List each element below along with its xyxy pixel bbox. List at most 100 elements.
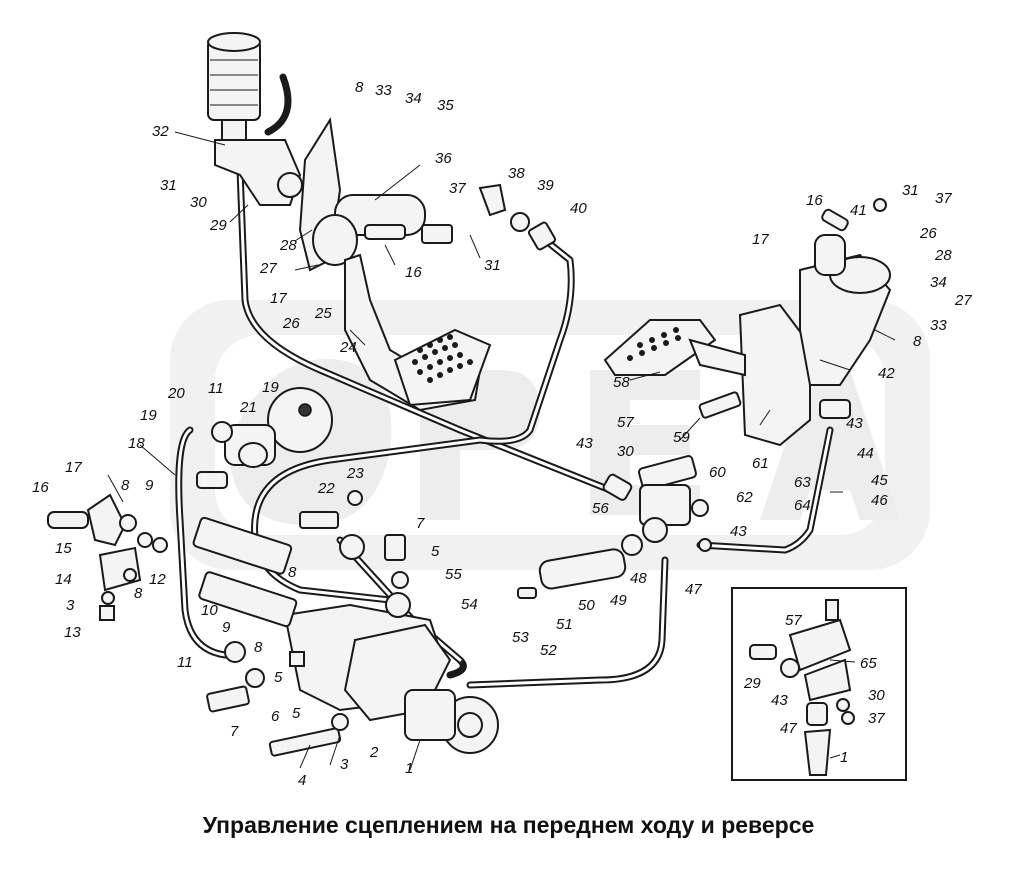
label-24: 24: [339, 339, 357, 356]
label-47-b: 47: [780, 720, 797, 737]
label-28: 28: [279, 237, 297, 254]
label-16: 16: [405, 264, 422, 281]
label-14: 14: [55, 571, 72, 588]
label-47: 47: [685, 581, 702, 598]
label-17-c: 17: [752, 231, 769, 248]
label-30-c: 30: [868, 687, 885, 704]
label-15: 15: [55, 540, 72, 557]
label-3-b: 3: [340, 756, 349, 773]
label-16-b: 16: [32, 479, 49, 496]
label-54: 54: [461, 596, 478, 613]
label-44: 44: [857, 445, 874, 462]
label-5: 5: [431, 543, 440, 560]
label-33-b: 33: [930, 317, 947, 334]
label-26-b: 26: [919, 225, 937, 242]
leader-lines: [107, 131, 896, 771]
label-27: 27: [259, 260, 277, 277]
label-8: 8: [355, 79, 364, 96]
label-59: 59: [673, 429, 690, 446]
left-lever: [47, 493, 168, 621]
label-60: 60: [709, 464, 726, 481]
label-8-e: 8: [254, 639, 263, 656]
label-21: 21: [239, 399, 257, 416]
label-8-b: 8: [121, 477, 130, 494]
label-30-b: 30: [617, 443, 634, 460]
label-32: 32: [152, 123, 169, 140]
label-52: 52: [540, 642, 557, 659]
label-17-b: 17: [65, 459, 82, 476]
label-62: 62: [736, 489, 753, 506]
label-37-b: 37: [935, 190, 952, 207]
label-19-b: 19: [140, 407, 157, 424]
label-13: 13: [64, 624, 81, 641]
label-56: 56: [592, 500, 609, 517]
label-36: 36: [435, 150, 452, 167]
label-7: 7: [416, 515, 425, 532]
label-38: 38: [508, 165, 525, 182]
label-8-c: 8: [134, 585, 143, 602]
label-4: 4: [298, 772, 306, 789]
label-31-c: 31: [902, 182, 919, 199]
label-6: 6: [271, 708, 280, 725]
hydraulic-lines: [175, 73, 834, 689]
label-65: 65: [860, 655, 877, 672]
label-37: 37: [449, 180, 466, 197]
label-9-b: 9: [222, 619, 231, 636]
label-1-b: 1: [840, 749, 848, 766]
part-labels: 8 33 34 35 32 31 30 29 36 37 38 39 40 31…: [32, 79, 972, 789]
label-41: 41: [850, 202, 867, 219]
label-27-b: 27: [954, 292, 972, 309]
label-37-c: 37: [868, 710, 885, 727]
label-35: 35: [437, 97, 454, 114]
diagram-caption: Управление сцеплением на переднем ходу и…: [202, 812, 815, 838]
label-40: 40: [570, 200, 587, 217]
label-7-b: 7: [230, 723, 239, 740]
label-8-d: 8: [288, 564, 297, 581]
label-43-b: 43: [730, 523, 747, 540]
label-1: 1: [405, 760, 413, 777]
label-58: 58: [613, 374, 630, 391]
label-8-f: 8: [913, 333, 922, 350]
label-42: 42: [878, 365, 895, 382]
label-34-b: 34: [930, 274, 947, 291]
label-34: 34: [405, 90, 422, 107]
label-28-b: 28: [934, 247, 952, 264]
front-pedal-assembly: [298, 117, 557, 412]
label-57: 57: [617, 414, 634, 431]
label-9: 9: [145, 477, 154, 494]
label-11-b: 11: [177, 654, 193, 671]
label-22: 22: [317, 480, 335, 497]
label-5-b: 5: [274, 669, 283, 686]
clutch-valve-body: [192, 490, 499, 757]
label-25: 25: [314, 305, 332, 322]
label-46: 46: [871, 492, 888, 509]
label-5-c: 5: [292, 705, 301, 722]
label-12: 12: [149, 571, 166, 588]
label-10: 10: [201, 602, 218, 619]
label-33: 33: [375, 82, 392, 99]
label-48: 48: [630, 570, 647, 587]
label-29: 29: [209, 217, 227, 234]
slave-cylinder: [196, 387, 333, 489]
label-43: 43: [576, 435, 593, 452]
label-63: 63: [794, 474, 811, 491]
label-17: 17: [270, 290, 287, 307]
label-23: 23: [346, 465, 364, 482]
label-30: 30: [190, 194, 207, 211]
label-31: 31: [160, 177, 177, 194]
reverse-pedal-assembly: [517, 198, 892, 599]
label-31-b: 31: [484, 257, 501, 274]
label-53: 53: [512, 629, 529, 646]
label-3: 3: [66, 597, 75, 614]
label-43-d: 43: [771, 692, 788, 709]
label-50: 50: [578, 597, 595, 614]
label-45: 45: [871, 472, 888, 489]
label-2: 2: [369, 744, 379, 761]
label-43-c: 43: [846, 415, 863, 432]
label-20: 20: [167, 385, 185, 402]
label-11: 11: [208, 380, 224, 397]
label-51: 51: [556, 616, 573, 633]
master-cylinder-reservoir: [207, 32, 303, 206]
